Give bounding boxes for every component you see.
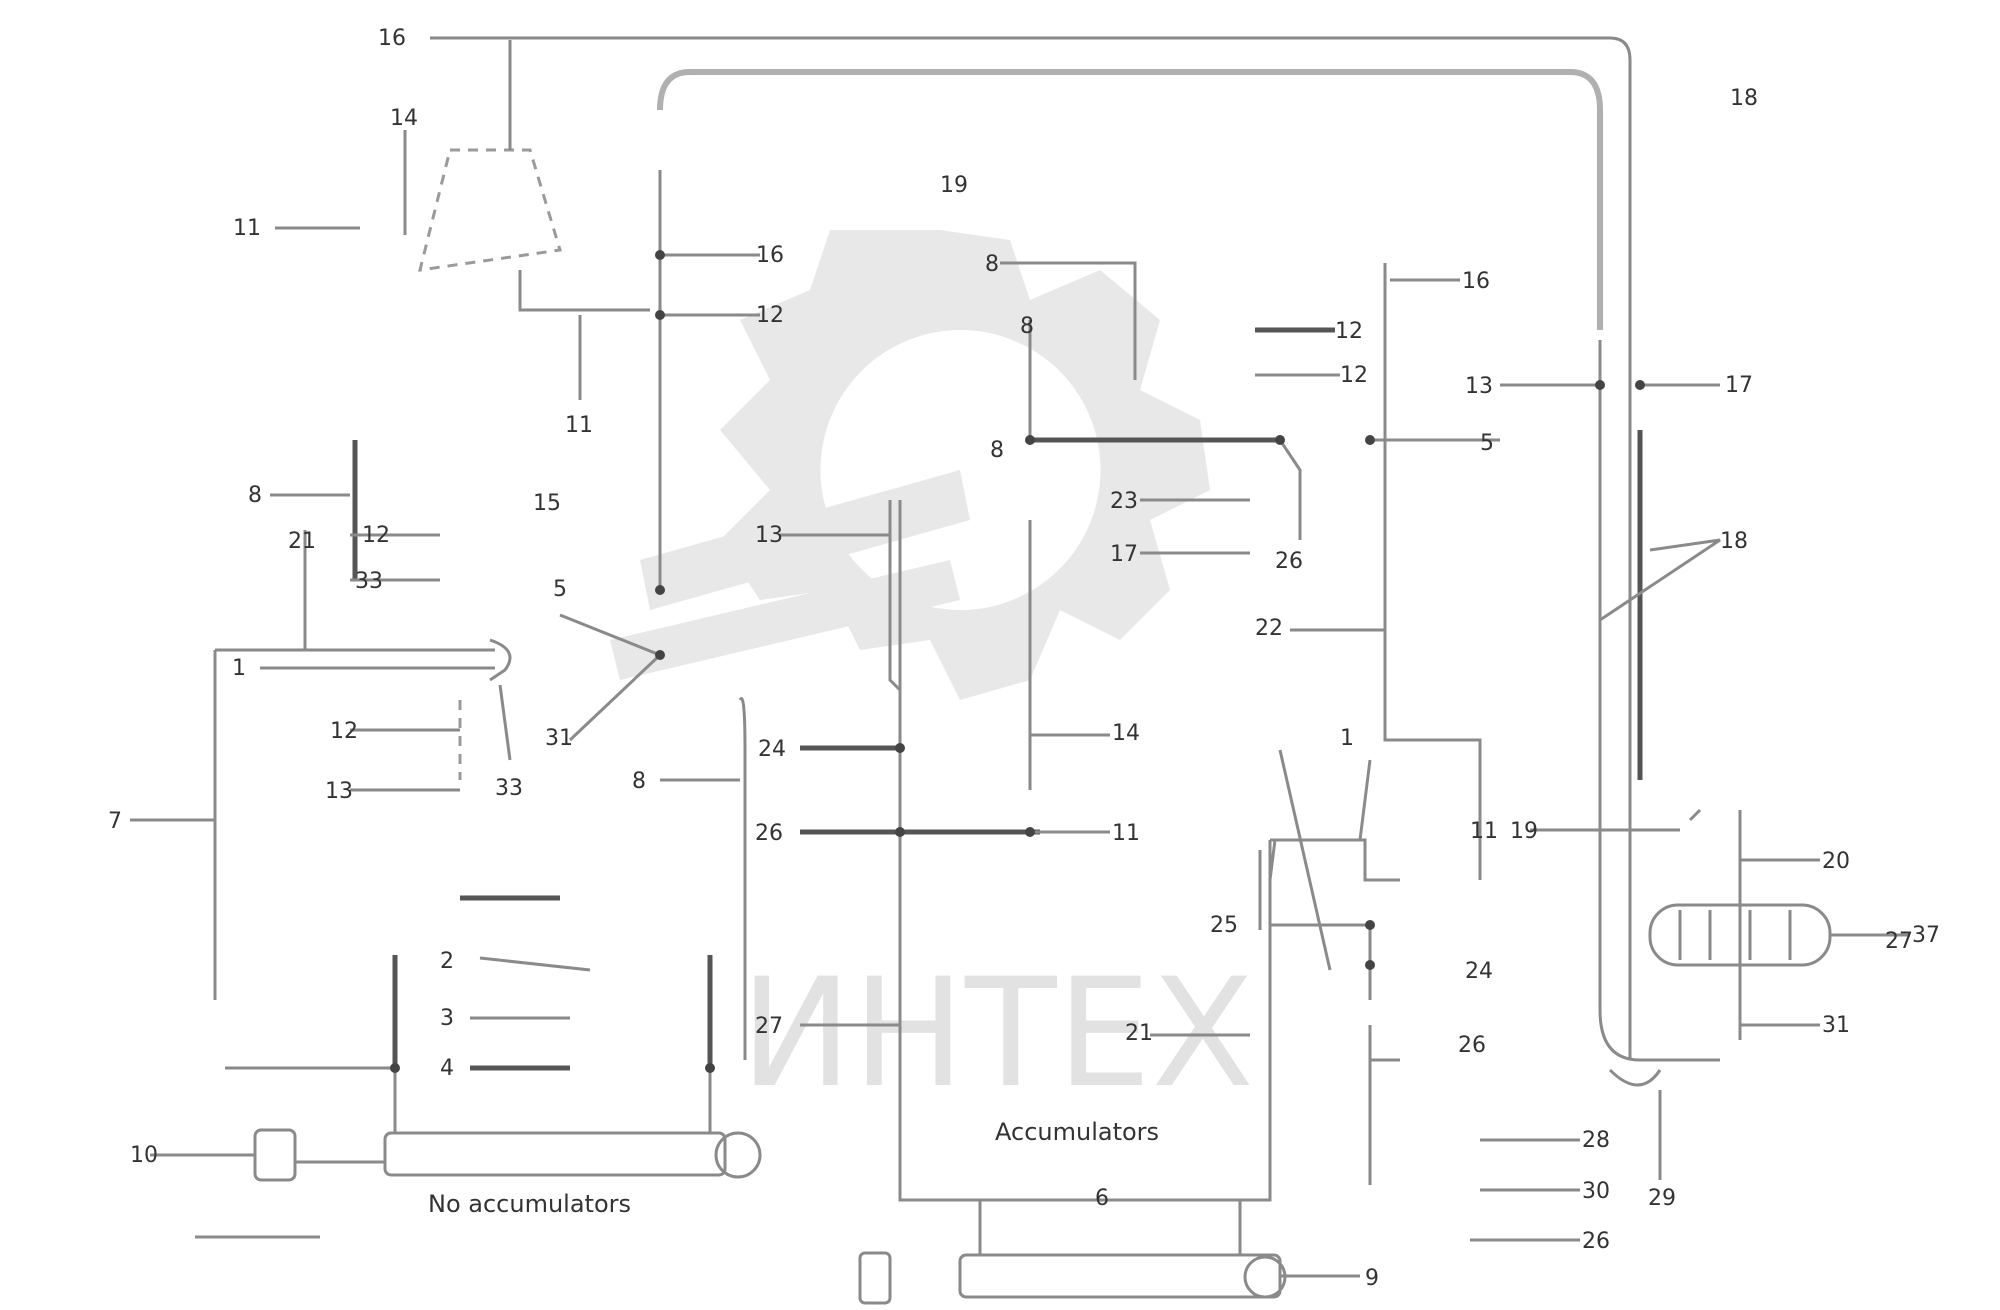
callout: 27 [755,1014,783,1039]
tank-component [275,40,760,590]
callout: 10 [130,1143,158,1168]
callout: 23 [1110,489,1138,514]
callout: 8 [632,769,646,794]
callout: 2 [440,949,454,974]
callout: 7 [108,809,122,834]
junction-dots [390,250,1645,1073]
gear-icon [720,230,1210,700]
callout: 29 [1648,1186,1676,1211]
cylinder-accumulators [858,1200,1360,1305]
callout: 28 [1582,1128,1610,1153]
callout: 19 [1510,819,1538,844]
callout: 15 [533,491,561,516]
callout: 5 [553,577,567,602]
callout: 11 [233,216,261,241]
callout: 26 [755,821,783,846]
cylinder-no-accumulators [150,1070,762,1182]
callout: 20 [1822,849,1850,874]
callout: 8 [1020,314,1034,339]
callout: 12 [1340,363,1368,388]
top-hoses [430,36,1720,1062]
callout: 8 [248,483,262,508]
callout: 26 [1458,1033,1486,1058]
callout: 3 [440,1006,454,1031]
callout: 1 [232,656,246,681]
callout: 13 [325,779,353,804]
callout: 12 [330,719,358,744]
callout: 4 [440,1056,454,1081]
callout: 17 [1725,373,1753,398]
callout: 13 [1465,374,1493,399]
center-block [780,261,1500,1202]
legend [225,895,713,1071]
callout: 21 [1125,1021,1153,1046]
callout: 18 [1730,86,1758,111]
callout: 37 [1912,923,1940,948]
callout: 6 [1095,1186,1109,1211]
callout: 25 [1210,913,1238,938]
callout: 16 [756,243,784,268]
callout: 8 [985,252,999,277]
left-manifold [130,440,747,1060]
callout: 18 [1720,529,1748,554]
caption-accumulators: Accumulators [995,1118,1159,1146]
callout-labels: 16 11 14 16 12 11 19 18 8 8 12 12 16 17 … [108,26,1940,1291]
callout: 8 [990,438,1004,463]
callout: 30 [1582,1179,1610,1204]
callout: 27 [1885,929,1913,954]
callout: 24 [1465,959,1493,984]
callout: 12 [756,303,784,328]
callout: 9 [1365,1266,1379,1291]
callout: 26 [1275,549,1303,574]
callout: 31 [1822,1013,1850,1038]
callout: 16 [1462,269,1490,294]
callout: 17 [1110,542,1138,567]
callout: 14 [1112,721,1140,746]
callout: 33 [355,569,383,594]
callout: 19 [940,173,968,198]
callout: 21 [288,529,316,554]
callout: 11 [1470,819,1498,844]
caption-no-accumulators: No accumulators [428,1190,631,1218]
callout: 26 [1582,1229,1610,1254]
callout: 14 [390,106,418,131]
callout: 12 [362,523,390,548]
callout: 16 [378,26,406,51]
callout: 33 [495,776,523,801]
callout: 11 [1112,821,1140,846]
callout: 24 [758,737,786,762]
watermark: ИНТЕХ [610,230,1254,1121]
callout: 13 [755,523,783,548]
callout: 22 [1255,616,1283,641]
callout: 31 [545,726,573,751]
callout: 12 [1335,319,1363,344]
callout: 5 [1480,431,1494,456]
callout: 11 [565,413,593,438]
right-section [1470,383,1910,1242]
callout: 1 [1340,726,1354,751]
